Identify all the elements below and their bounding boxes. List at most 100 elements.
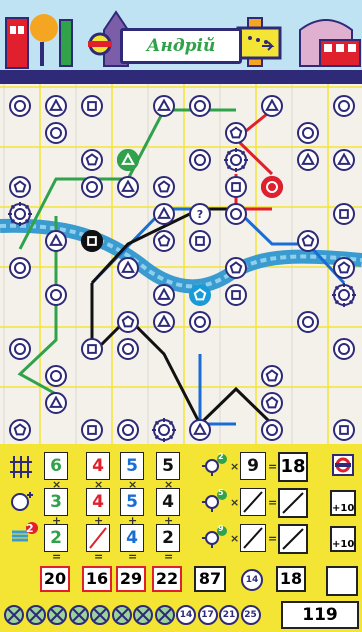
station-circle-icon[interactable] [298,123,318,143]
blue-line-score-3[interactable]: 4 [120,524,144,552]
line-total-red[interactable]: 16 [82,566,112,592]
station-circle-icon[interactable] [10,339,30,359]
penalty-token-25[interactable]: 25 [241,605,261,625]
station-circle-icon[interactable] [190,150,210,170]
station-triangle-icon[interactable] [46,393,66,413]
station-circle-icon[interactable] [82,177,102,197]
station-circle-icon[interactable] [262,420,282,440]
interchange-result-1[interactable]: 18 [278,452,308,482]
tourist-total-cell[interactable] [326,566,358,596]
interchange-result-2[interactable] [278,488,308,518]
station-circle-icon[interactable] [10,96,30,116]
station-pentagon-icon[interactable] [154,177,174,197]
penalty-token-14[interactable]: 14 [176,605,196,625]
station-square-icon[interactable] [226,177,246,197]
penalty-token-21[interactable]: 21 [219,605,239,625]
station-pentagon-icon[interactable] [226,123,246,143]
station-pentagon-icon[interactable] [226,258,246,278]
station-circle-icon[interactable] [10,258,30,278]
penalty-token-6[interactable] [4,605,24,625]
station-pentagon-icon[interactable] [334,258,354,278]
station-pentagon-icon[interactable] [10,420,30,440]
penalty-token-11[interactable] [112,605,132,625]
station-circle-icon[interactable] [46,123,66,143]
station-pentagon-icon[interactable] [190,285,210,305]
penalty-token-17[interactable]: 17 [198,605,218,625]
black-line-score-2[interactable]: 4 [156,488,180,516]
station-triangle-icon[interactable] [46,96,66,116]
blue-line-score-2[interactable]: 5 [120,488,144,516]
station-circle-icon[interactable] [334,339,354,359]
station-star-icon[interactable] [332,283,356,307]
penalty-token-13[interactable] [155,605,175,625]
line-total-black[interactable]: 22 [152,566,182,592]
station-circle-icon[interactable] [118,420,138,440]
station-star-icon[interactable] [8,202,32,226]
penalty-token-8[interactable] [47,605,67,625]
station-pentagon-icon[interactable] [82,150,102,170]
red-line-score-2[interactable]: 4 [86,488,110,516]
line-total-blue[interactable]: 29 [116,566,146,592]
station-triangle-icon[interactable] [298,150,318,170]
station-pentagon-icon[interactable] [10,177,30,197]
red-line-score-1[interactable]: 4 [86,452,110,480]
station-triangle-icon[interactable] [118,258,138,278]
station-circle-icon[interactable] [262,177,282,197]
interchange-count-1[interactable]: 9 [240,452,266,480]
station-triangle-icon[interactable] [118,150,138,170]
black-line-score-3[interactable]: 2 [156,524,180,552]
station-square-icon[interactable] [82,231,102,251]
station-star-icon[interactable] [152,418,176,442]
station-square-icon[interactable] [82,96,102,116]
station-circle-icon[interactable] [190,312,210,332]
green-line-score-2[interactable]: 3 [44,488,68,516]
metro-map[interactable]: ? [0,84,362,444]
station-square-icon[interactable] [334,420,354,440]
station-triangle-icon[interactable] [334,150,354,170]
interchange-count-3[interactable] [240,524,266,552]
station-triangle-icon[interactable] [154,312,174,332]
line-total-green[interactable]: 20 [40,566,70,592]
station-circle-icon[interactable] [190,96,210,116]
station-triangle-icon[interactable] [154,285,174,305]
final-score[interactable]: 119 [281,601,359,629]
station-square-icon[interactable] [190,231,210,251]
station-triangle-icon[interactable] [262,96,282,116]
bonus-total-cell[interactable]: 18 [276,566,306,592]
station-circle-icon[interactable] [118,339,138,359]
station-joker-icon[interactable]: ? [190,204,210,224]
penalty-token-7[interactable] [26,605,46,625]
blue-line-score-1[interactable]: 5 [120,452,144,480]
board-total-cell[interactable]: 87 [194,566,226,592]
penalty-token-9[interactable] [69,605,89,625]
station-triangle-icon[interactable] [46,231,66,251]
red-line-score-3[interactable] [86,524,110,552]
station-circle-icon[interactable] [298,312,318,332]
station-triangle-icon[interactable] [154,96,174,116]
green-line-score-1[interactable]: 6 [44,452,68,480]
tourist-bonus-1[interactable]: +10 [330,490,356,516]
station-pentagon-icon[interactable] [118,312,138,332]
tourist-bonus-2[interactable]: +10 [330,526,356,552]
station-square-icon[interactable] [82,420,102,440]
station-square-icon[interactable] [334,204,354,224]
station-pentagon-icon[interactable] [262,366,282,386]
station-circle-icon[interactable] [334,96,354,116]
green-line-score-3[interactable]: 2 [44,524,68,552]
station-pentagon-icon[interactable] [154,231,174,251]
station-circle-icon[interactable] [46,366,66,386]
map-canvas[interactable]: ? [0,84,362,444]
station-pentagon-icon[interactable] [298,231,318,251]
penalty-token-12[interactable] [133,605,153,625]
station-circle-icon[interactable] [226,204,246,224]
station-triangle-icon[interactable] [118,177,138,197]
station-square-icon[interactable] [82,339,102,359]
station-triangle-icon[interactable] [190,420,210,440]
station-square-icon[interactable] [226,285,246,305]
interchange-result-3[interactable] [278,524,308,554]
penalty-token-10[interactable] [90,605,110,625]
station-star-icon[interactable] [224,148,248,172]
station-triangle-icon[interactable] [154,204,174,224]
black-line-score-1[interactable]: 5 [156,452,180,480]
station-pentagon-icon[interactable] [262,393,282,413]
